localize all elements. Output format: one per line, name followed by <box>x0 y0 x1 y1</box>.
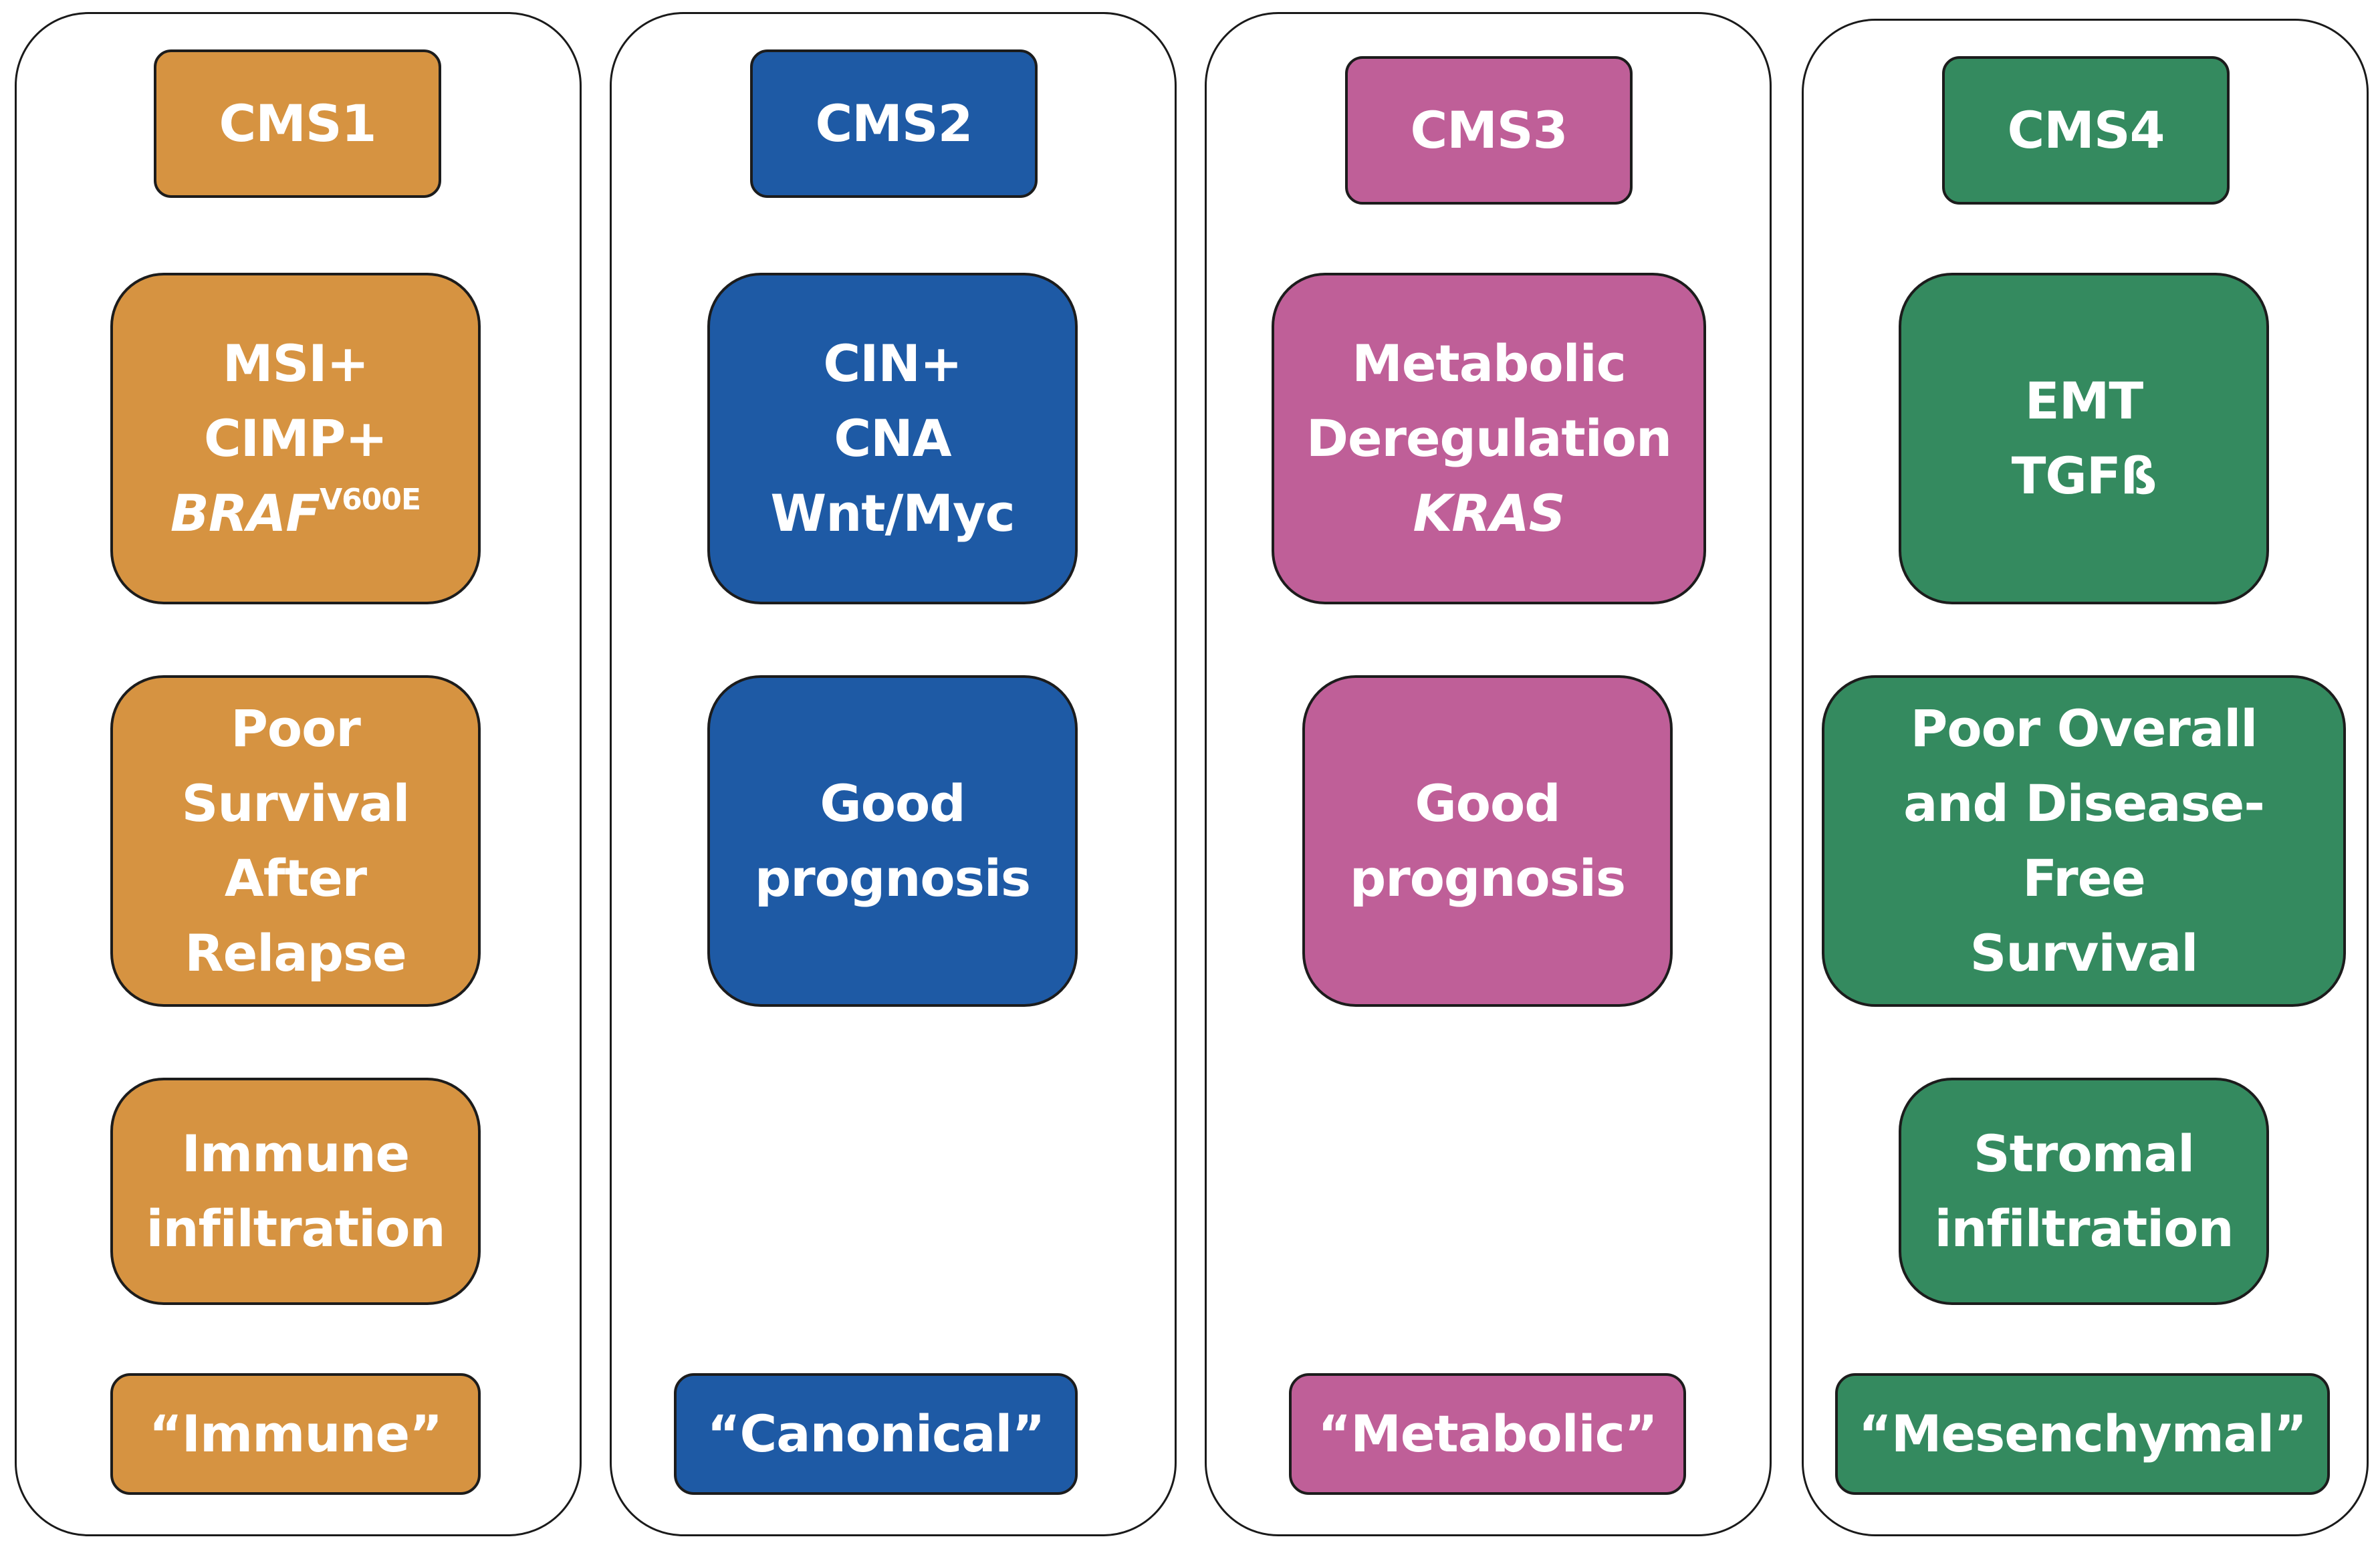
cms4-title: CMS4 <box>1942 56 2230 205</box>
cms3-molecular-features: Metabolic Deregulation KRAS <box>1272 273 1706 604</box>
braf-gene: BRAF <box>170 483 320 543</box>
cms1-molecular-features: MSI+ CIMP+ BRAFV600E <box>110 273 481 604</box>
cms4-prognosis: Poor Overall and Disease- Free Survival <box>1822 675 2346 1007</box>
cms1-label: “Immune” <box>110 1373 481 1495</box>
cms3-prognosis: Good prognosis <box>1302 675 1673 1007</box>
cms2-label: “Canonical” <box>674 1373 1078 1495</box>
cms1-title: CMS1 <box>154 49 441 198</box>
braf-mutation: V600E <box>320 482 421 517</box>
cms4-label: “Mesenchymal” <box>1835 1373 2330 1495</box>
cms4-molecular-features: EMT TGFß <box>1899 273 2269 604</box>
cms2-title: CMS2 <box>750 49 1038 198</box>
cms3-title: CMS3 <box>1345 56 1633 205</box>
cms3-label: “Metabolic” <box>1289 1373 1686 1495</box>
cms2-molecular-features: CIN+ CNA Wnt/Myc <box>707 273 1078 604</box>
cms2-prognosis: Good prognosis <box>707 675 1078 1007</box>
cms1-prognosis: Poor Survival After Relapse <box>110 675 481 1007</box>
kras-gene: KRAS <box>1413 483 1566 543</box>
cms4-infiltration: Stromal infiltration <box>1899 1078 2269 1305</box>
cms1-infiltration: Immune infiltration <box>110 1078 481 1305</box>
